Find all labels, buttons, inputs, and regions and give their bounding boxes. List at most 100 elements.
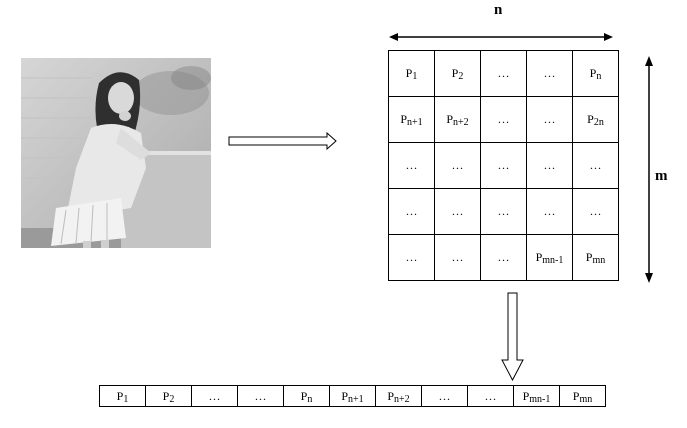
matrix-cell-base: … [405, 158, 418, 172]
matrix-cell-subscript: n+2 [453, 117, 469, 128]
matrix-cell-base: … [451, 250, 464, 264]
matrix-cell-base: … [497, 112, 510, 126]
matrix-cell-base: … [405, 250, 418, 264]
matrix-cell-subscript: mn [592, 255, 606, 266]
height-arrow-icon [645, 56, 653, 283]
matrix-cell-base: P [585, 250, 593, 264]
vector-cell: Pn [283, 385, 330, 407]
vector-cell-subscript: 2 [169, 393, 175, 405]
matrix-cell-base: … [497, 250, 510, 264]
vector-cell-base: P [341, 388, 349, 403]
matrix-cell-subscript: n+1 [407, 117, 423, 128]
vector-cell: Pmn-1 [513, 385, 560, 407]
grayscale-photo [21, 58, 211, 248]
matrix-cell: … [572, 142, 619, 189]
vector-cell-base: … [254, 388, 267, 403]
vector-cell-subscript: n+2 [394, 393, 410, 405]
width-arrow-icon [389, 33, 613, 41]
matrix-cell-subscript: mn-1 [542, 255, 564, 266]
vector-cell-base: … [438, 388, 451, 403]
matrix-cell: … [388, 188, 435, 235]
matrix-cell-base: … [497, 66, 510, 80]
vector-cell-subscript: n+1 [348, 393, 364, 405]
height-label: m [655, 168, 668, 184]
vector-cell: … [421, 385, 468, 407]
matrix-cell-base: P [587, 112, 594, 126]
matrix-cell: Pn+2 [434, 96, 481, 143]
vector-cell-base: P [162, 388, 170, 403]
matrix-cell-subscript: n [596, 71, 602, 82]
matrix-cell-base: … [497, 158, 510, 172]
matrix-cell: P1 [388, 50, 435, 97]
matrix-cell: … [526, 50, 573, 97]
matrix-cell: Pmn-1 [526, 234, 573, 281]
matrix-cell: … [434, 142, 481, 189]
vector-cell: Pn+2 [375, 385, 422, 407]
vector-cell-subscript: mn [579, 393, 593, 405]
vector-cell: … [191, 385, 238, 407]
vector-cell: … [467, 385, 514, 407]
matrix-cell: … [526, 142, 573, 189]
matrix-cell-base: … [543, 66, 556, 80]
right-arrow-icon [228, 131, 337, 151]
vector-cell-subscript: n [307, 393, 313, 405]
vector-cell-base: P [116, 388, 124, 403]
vector-cell: Pmn [559, 385, 606, 407]
matrix-cell: … [480, 142, 527, 189]
matrix-cell-base: P [535, 250, 543, 264]
vector-cell: … [237, 385, 284, 407]
photo-illustration [21, 58, 211, 248]
matrix-row: … … … … … [388, 188, 619, 235]
matrix-cell-base: … [451, 204, 464, 218]
matrix-cell: … [526, 188, 573, 235]
vector-cell: P2 [145, 385, 192, 407]
vector-cell-subscript: mn-1 [529, 393, 551, 405]
matrix-cell: … [480, 96, 527, 143]
matrix-cell-base: … [405, 204, 418, 218]
matrix-cell: P2 [434, 50, 481, 97]
matrix-cell-subscript: 2 [458, 71, 464, 82]
matrix-cell: … [526, 96, 573, 143]
matrix-cell: … [434, 188, 481, 235]
down-arrow-icon [501, 292, 524, 382]
matrix-cell: … [388, 234, 435, 281]
matrix-cell: … [480, 50, 527, 97]
matrix-cell-base: … [543, 204, 556, 218]
matrix-row: … … … … … [388, 142, 619, 189]
vector-cell-base: … [208, 388, 221, 403]
vector-cell-subscript: 1 [123, 393, 129, 405]
width-label: n [494, 2, 503, 18]
matrix-cell: … [388, 142, 435, 189]
vector-cell-base: P [572, 388, 580, 403]
matrix-cell: P2n [572, 96, 619, 143]
vector-cell: P1 [99, 385, 146, 407]
matrix-cell-base: P [400, 112, 408, 126]
matrix-cell-base: P [405, 66, 413, 80]
matrix-cell-subscript: 2n [593, 117, 604, 128]
matrix-cell-base: … [589, 158, 602, 172]
matrix-cell: … [480, 188, 527, 235]
matrix-cell: … [434, 234, 481, 281]
vector-cell-base: P [387, 388, 395, 403]
matrix-cell-base: P [589, 66, 597, 80]
matrix-cell-base: … [589, 204, 602, 218]
matrix-cell-subscript: 1 [412, 71, 418, 82]
matrix-cell: Pn [572, 50, 619, 97]
matrix-cell-base: … [543, 112, 556, 126]
matrix-cell-base: P [446, 112, 454, 126]
vector-cell-base: … [484, 388, 497, 403]
matrix-cell-base: … [451, 158, 464, 172]
matrix-cell-base: … [497, 204, 510, 218]
vector-cell-base: P [300, 388, 308, 403]
matrix-cell: Pn+1 [388, 96, 435, 143]
matrix-cell: Pmn [572, 234, 619, 281]
vector-cell: Pn+1 [329, 385, 376, 407]
matrix-cell-base: P [451, 66, 459, 80]
vector-cell-base: P [522, 388, 530, 403]
